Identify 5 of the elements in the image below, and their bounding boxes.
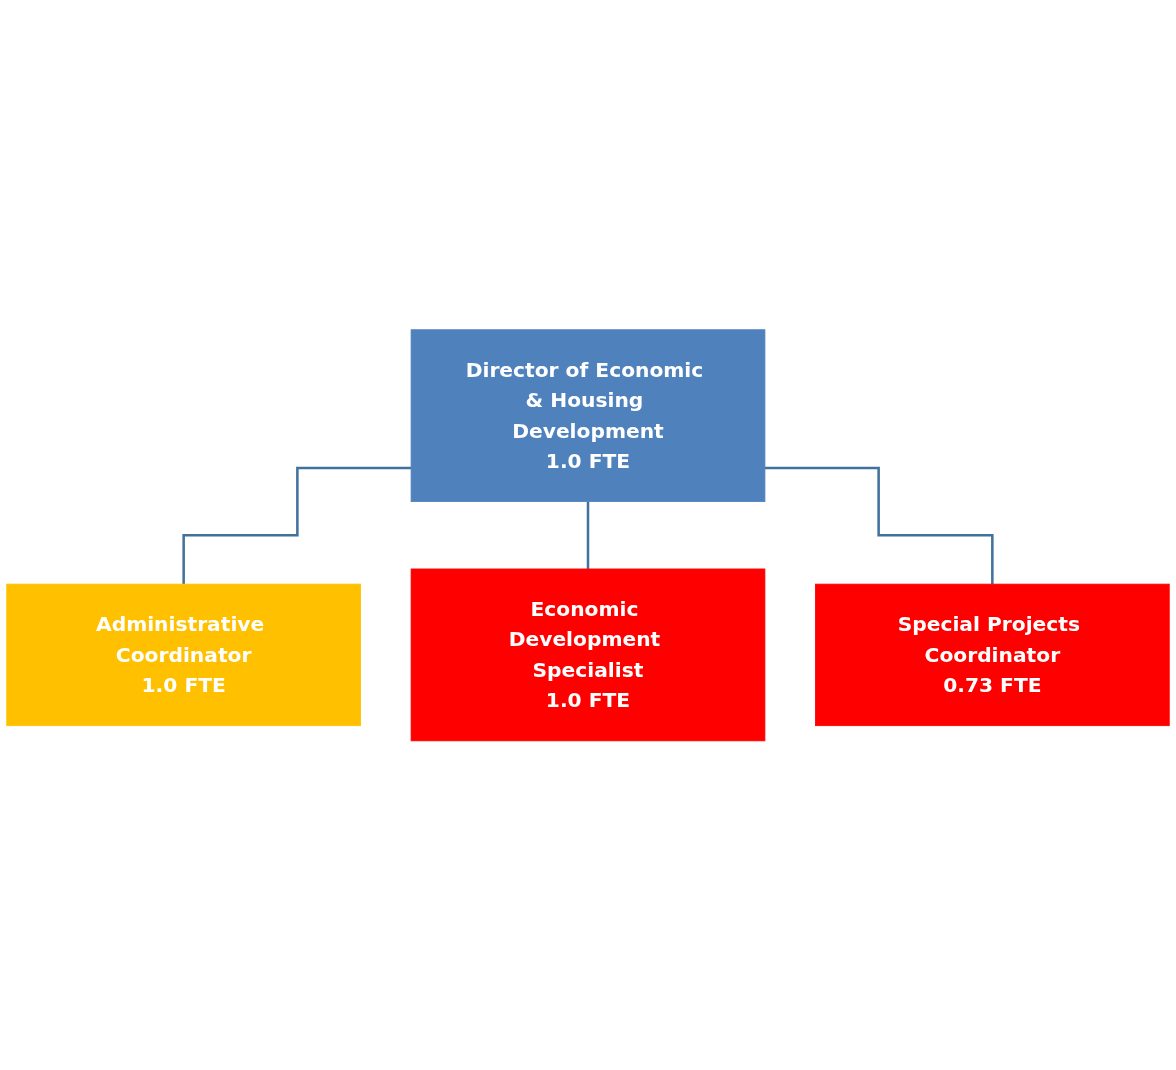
node-box: Administrative Coordinator 1.0 FTE <box>6 583 361 726</box>
node-box: Director of Economic & Housing Development 1.0 FTE <box>410 329 766 502</box>
node-box: Special Projects Coordinator 0.73 FTE <box>815 583 1170 726</box>
connector <box>586 500 590 570</box>
node-box: Economic Development Specialist 1.0 FTE <box>410 568 766 741</box>
